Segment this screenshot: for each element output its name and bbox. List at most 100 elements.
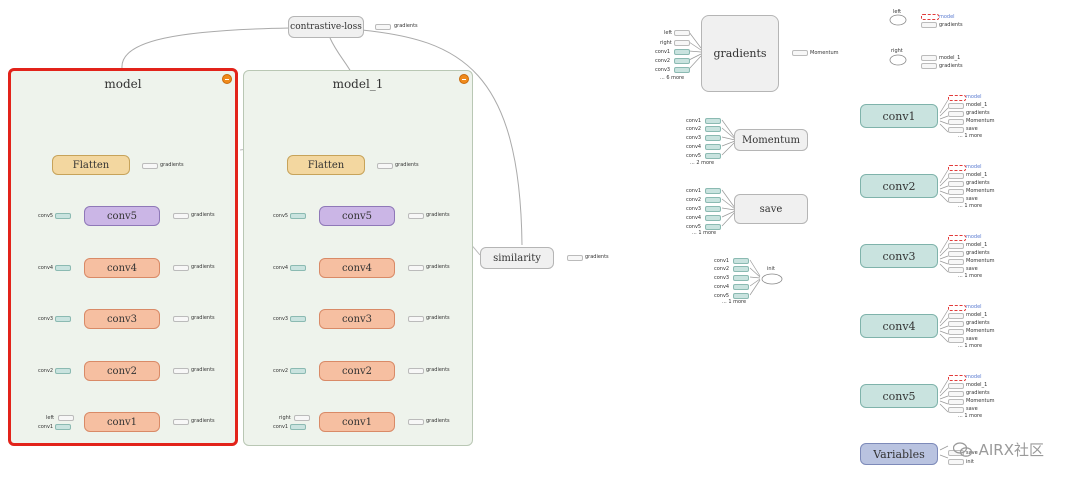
out-pill xyxy=(948,197,964,203)
init-label: init xyxy=(767,266,775,272)
contrastive-loss-node[interactable]: contrastive-loss xyxy=(288,16,364,38)
out-pill xyxy=(948,173,964,179)
flatten-node[interactable]: Flatten xyxy=(287,155,365,175)
out-pill xyxy=(948,127,964,133)
gradients-label: gradients xyxy=(394,23,418,29)
input-label: conv3 xyxy=(273,316,289,322)
out-pill xyxy=(948,181,964,187)
input-label: conv3 xyxy=(686,206,702,212)
out-pill xyxy=(948,321,964,327)
left-node-ellipse[interactable] xyxy=(889,14,907,26)
input-pill xyxy=(733,275,749,281)
right-ref-label: right xyxy=(891,48,903,54)
conv1-node[interactable]: conv1 xyxy=(84,412,160,432)
conv5-node[interactable]: conv5 xyxy=(84,206,160,226)
var-out-label: Momentum xyxy=(966,398,995,404)
input-label: conv5 xyxy=(38,213,54,219)
out-pill xyxy=(948,259,964,265)
gradients-label: gradients xyxy=(395,162,419,168)
input-pill xyxy=(290,213,306,219)
gradients-label: gradients xyxy=(160,162,184,168)
gradients-node[interactable]: gradients xyxy=(701,15,779,92)
var-out-label: save xyxy=(966,266,978,272)
conv1-variable-node[interactable]: conv1 xyxy=(860,104,938,128)
variables-node[interactable]: Variables xyxy=(860,443,938,465)
model-ref-pill xyxy=(948,305,966,311)
ref-out-label: model_1 xyxy=(939,55,961,61)
input-label: conv5 xyxy=(273,213,289,219)
var-out-label: save xyxy=(966,336,978,342)
gradients-pill xyxy=(408,265,424,271)
group-title: model xyxy=(104,77,142,91)
gradients-pill xyxy=(142,163,158,169)
var-out-label: save xyxy=(966,126,978,132)
save-node[interactable]: save xyxy=(734,194,808,224)
init-node-ellipse[interactable] xyxy=(761,273,783,285)
input-label: conv1 xyxy=(655,49,671,55)
var-out-label: gradients xyxy=(966,110,990,116)
input-label: conv5 xyxy=(686,153,702,159)
more-label: ... 1 more xyxy=(958,413,983,419)
input-label: conv1 xyxy=(686,118,702,124)
var-out-label: model_1 xyxy=(966,242,988,248)
ref-out-label: gradients xyxy=(939,63,963,69)
input-label: conv2 xyxy=(38,368,54,374)
right-node-ellipse[interactable] xyxy=(889,54,907,66)
input-label: left xyxy=(664,30,673,36)
gradients-label: gradients xyxy=(585,254,609,260)
gradients-label: gradients xyxy=(191,212,215,218)
flatten-node[interactable]: Flatten xyxy=(52,155,130,175)
gradients-label: gradients xyxy=(426,212,450,218)
input-label: conv2 xyxy=(655,58,671,64)
conv2-variable-node[interactable]: conv2 xyxy=(860,174,938,198)
out-pill xyxy=(948,391,964,397)
input-label: conv3 xyxy=(655,67,671,73)
more-label: ... 1 more xyxy=(958,133,983,139)
left-ref-label: left xyxy=(893,9,902,15)
momentum-node[interactable]: Momentum xyxy=(734,129,808,151)
conv2-node[interactable]: conv2 xyxy=(84,361,160,381)
var-out-label: init xyxy=(966,459,974,465)
collapse-icon[interactable] xyxy=(459,74,469,84)
conv5-variable-node[interactable]: conv5 xyxy=(860,384,938,408)
conv4-variable-node[interactable]: conv4 xyxy=(860,314,938,338)
conv1-node[interactable]: conv1 xyxy=(319,412,395,432)
wechat-icon xyxy=(952,441,972,457)
out-pill xyxy=(948,111,964,117)
conv4-node[interactable]: conv4 xyxy=(319,258,395,278)
var-out-label: Momentum xyxy=(966,328,995,334)
ref-out-label: gradients xyxy=(939,22,963,28)
var-out-label: model xyxy=(966,374,982,380)
gradients-pill xyxy=(408,316,424,322)
input-pill xyxy=(55,213,71,219)
gradients-pill xyxy=(375,24,391,30)
var-out-label: model_1 xyxy=(966,382,988,388)
input-label: conv1 xyxy=(714,258,730,264)
input-pill xyxy=(705,188,721,194)
input-pill xyxy=(705,126,721,132)
conv3-variable-node[interactable]: conv3 xyxy=(860,244,938,268)
similarity-node[interactable]: similarity xyxy=(480,247,554,269)
input-pill xyxy=(55,424,71,430)
gradients-pill xyxy=(408,419,424,425)
more-label: ... 6 more xyxy=(660,75,685,81)
ref-out-label: model xyxy=(939,14,955,20)
conv4-node[interactable]: conv4 xyxy=(84,258,160,278)
input-label: conv2 xyxy=(273,368,289,374)
input-label: left xyxy=(46,415,55,421)
conv3-node[interactable]: conv3 xyxy=(319,309,395,329)
model-group[interactable]: model xyxy=(8,68,238,446)
model-ref-pill xyxy=(948,235,966,241)
out-pill xyxy=(948,450,964,456)
gradients-pill xyxy=(921,22,937,28)
conv3-node[interactable]: conv3 xyxy=(84,309,160,329)
out-pill xyxy=(948,399,964,405)
var-out-label: save xyxy=(966,196,978,202)
collapse-icon[interactable] xyxy=(222,74,232,84)
conv2-node[interactable]: conv2 xyxy=(319,361,395,381)
input-pill xyxy=(705,118,721,124)
conv5-node[interactable]: conv5 xyxy=(319,206,395,226)
gradients-label: gradients xyxy=(426,367,450,373)
input-pill xyxy=(674,58,690,64)
input-pill xyxy=(55,316,71,322)
